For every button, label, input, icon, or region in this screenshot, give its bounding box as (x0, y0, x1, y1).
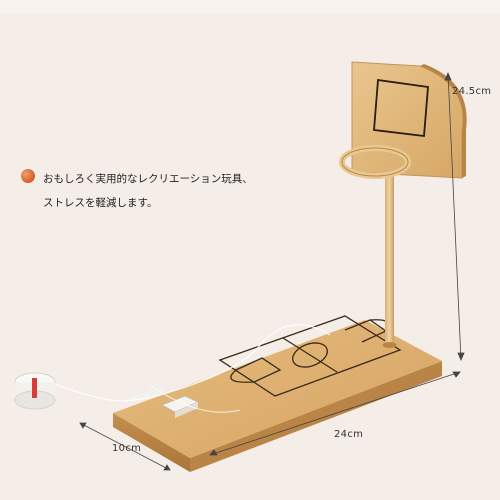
caption-line-2: ストレスを軽減します。 (43, 197, 158, 209)
width-label: 24cm (334, 429, 364, 440)
height-label: 24.5cm (452, 86, 492, 97)
base-side-right (190, 361, 442, 472)
top-strip (0, 0, 500, 14)
base-top (113, 320, 442, 458)
base-side-front (113, 413, 190, 472)
string (39, 324, 331, 402)
pole (385, 170, 394, 345)
dimension-lines (79, 71, 465, 471)
caption-line-1: おもしろく実用的なレクリエーション玩具、 (43, 173, 253, 185)
basketball-icon (21, 169, 35, 183)
launcher (124, 386, 199, 418)
court-lines (218, 315, 402, 397)
ball-cup (14, 372, 56, 410)
backboard-square (373, 78, 429, 138)
depth-label: 10cm (112, 443, 142, 454)
